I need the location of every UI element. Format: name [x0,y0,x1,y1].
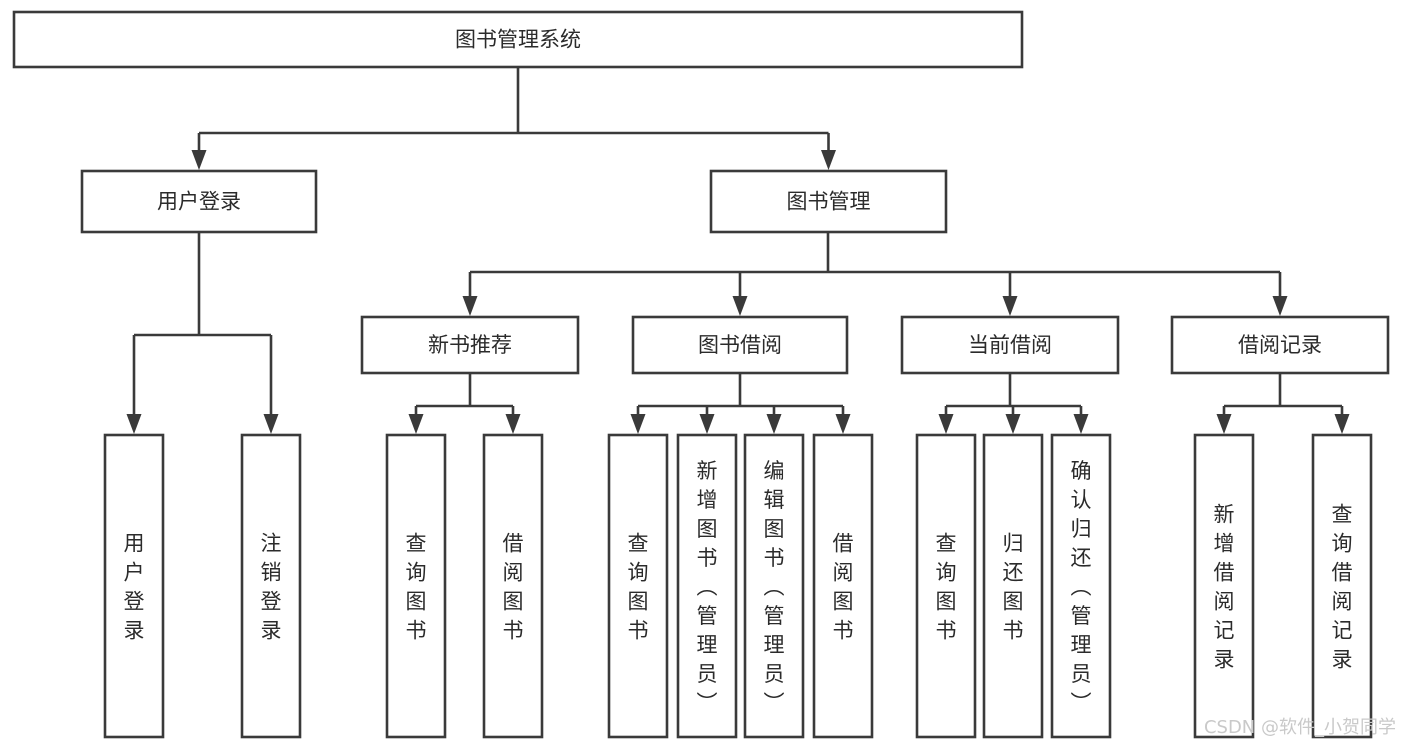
node-box-root[interactable] [12,10,1024,69]
csdn-watermark: CSDN @软件_小贺同学 [1204,717,1396,738]
node-leaf-query-record[interactable]: 查询借阅记录 [1311,433,1373,739]
node-label-leaf-borrow-book-1: 借阅图书 [503,532,524,643]
node-box-user-login[interactable] [80,169,318,234]
node-layer: 图书管理系统用户登录图书管理新书推荐图书借阅当前借阅借阅记录用户登录注销登录查询… [12,10,1390,739]
node-label-leaf-logout: 注销登录 [261,532,282,643]
node-new-book-rec[interactable]: 新书推荐 [360,315,580,375]
node-box-leaf-return-book[interactable] [982,433,1044,739]
node-label-root: 图书管理系统 [455,28,581,52]
node-box-book-manage[interactable] [709,169,948,234]
node-user-login[interactable]: 用户登录 [80,169,318,234]
node-leaf-confirm-return[interactable]: 确认归还︵管理员︶ [1050,433,1112,739]
node-box-new-book-rec[interactable] [360,315,580,375]
node-label-leaf-return-book: 归还图书 [1003,532,1024,643]
node-label-leaf-add-book: 新增图书︵管理员︶ [697,459,718,715]
node-box-leaf-query-book-3[interactable] [915,433,977,739]
node-box-leaf-logout[interactable] [240,433,302,739]
node-borrow-record[interactable]: 借阅记录 [1170,315,1390,375]
node-leaf-edit-book[interactable]: 编辑图书︵管理员︶ [743,433,805,739]
node-box-leaf-query-book-1[interactable] [385,433,447,739]
connector-current-borrow [938,373,1089,434]
connector-borrow-record [1216,373,1350,434]
node-leaf-logout[interactable]: 注销登录 [240,433,302,739]
node-label-leaf-query-book-3: 查询图书 [936,532,957,643]
node-label-leaf-borrow-book-2: 借阅图书 [833,532,854,643]
node-label-leaf-query-book-1: 查询图书 [406,532,427,643]
node-root[interactable]: 图书管理系统 [12,10,1024,69]
node-label-leaf-edit-book: 编辑图书︵管理员︶ [764,459,785,715]
node-label-leaf-add-record: 新增借阅记录 [1214,503,1235,672]
node-leaf-borrow-book-2[interactable]: 借阅图书 [812,433,874,739]
node-label-leaf-confirm-return: 确认归还︵管理员︶ [1071,459,1092,715]
node-leaf-add-record[interactable]: 新增借阅记录 [1193,433,1255,739]
node-box-leaf-add-record[interactable] [1193,433,1255,739]
node-label-user-login: 用户登录 [157,190,241,214]
node-leaf-query-book-3[interactable]: 查询图书 [915,433,977,739]
node-box-leaf-query-record[interactable] [1311,433,1373,739]
node-leaf-return-book[interactable]: 归还图书 [982,433,1044,739]
node-label-leaf-query-record: 查询借阅记录 [1332,503,1353,672]
node-box-leaf-borrow-book-2[interactable] [812,433,874,739]
node-leaf-query-book-2[interactable]: 查询图书 [607,433,669,739]
node-book-manage[interactable]: 图书管理 [709,169,948,234]
node-label-leaf-user-login: 用户登录 [124,532,145,643]
node-leaf-add-book[interactable]: 新增图书︵管理员︶ [676,433,738,739]
connector-new-book-rec [408,373,521,434]
connector-layer [126,67,1350,434]
node-box-leaf-add-book[interactable] [676,433,738,739]
node-box-borrow-record[interactable] [1170,315,1390,375]
node-label-book-borrow: 图书借阅 [698,333,782,357]
node-leaf-user-login[interactable]: 用户登录 [103,433,165,739]
connector-root [191,67,836,170]
node-label-new-book-rec: 新书推荐 [428,333,512,357]
node-current-borrow[interactable]: 当前借阅 [900,315,1120,375]
node-box-current-borrow[interactable] [900,315,1120,375]
node-leaf-borrow-book-1[interactable]: 借阅图书 [482,433,544,739]
connector-book-manage [462,232,1288,316]
node-box-leaf-confirm-return[interactable] [1050,433,1112,739]
node-box-book-borrow[interactable] [631,315,849,375]
node-label-book-manage: 图书管理 [787,190,871,214]
node-label-current-borrow: 当前借阅 [968,333,1052,357]
node-box-leaf-edit-book[interactable] [743,433,805,739]
node-box-leaf-user-login[interactable] [103,433,165,739]
node-leaf-query-book-1[interactable]: 查询图书 [385,433,447,739]
connector-book-borrow [630,373,851,434]
connector-user-login [126,232,279,434]
node-box-leaf-query-book-2[interactable] [607,433,669,739]
node-label-leaf-query-book-2: 查询图书 [628,532,649,643]
node-box-leaf-borrow-book-1[interactable] [482,433,544,739]
node-label-borrow-record: 借阅记录 [1238,333,1322,357]
node-book-borrow[interactable]: 图书借阅 [631,315,849,375]
